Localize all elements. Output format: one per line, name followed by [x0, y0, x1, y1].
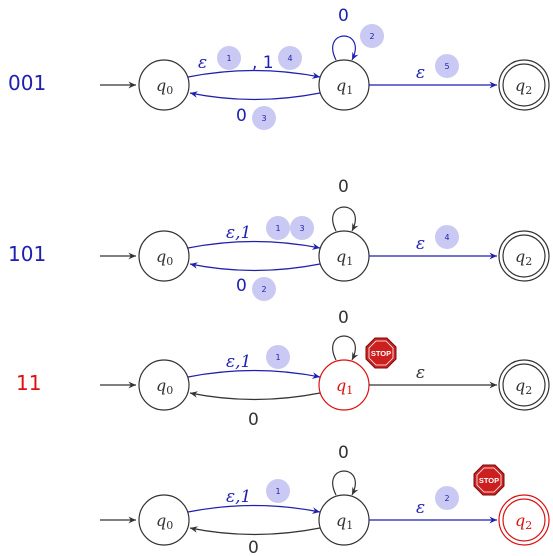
edge-q0-q1 [187, 504, 321, 514]
svg-text:1: 1 [226, 54, 231, 63]
edge-q1-q0 [189, 391, 321, 401]
step-badge: 4 [435, 225, 459, 249]
svg-text:2: 2 [369, 32, 374, 41]
state-q2-accept-ring [502, 498, 546, 542]
edge-label-epsilon-one: ε,1 [226, 487, 251, 507]
state-q0 [138, 494, 190, 546]
edge-q1-loop [332, 35, 359, 61]
step-badge: 5 [435, 54, 459, 78]
state-q1-label: q1 [336, 76, 353, 97]
edge-q1-loop [332, 470, 359, 496]
loop-label-zero: 0 [338, 308, 349, 328]
stop-sign-text: STOP [479, 476, 499, 485]
state-q0-label: q0 [156, 76, 173, 97]
edge-label-zero: 0 [236, 106, 247, 126]
edge-label-epsilon-one: ε,1 [226, 352, 251, 372]
state-q0 [138, 230, 190, 282]
input-string-label: 101 [8, 242, 46, 266]
edge-label-epsilon-out: ε [416, 63, 425, 83]
step-badge: 2 [360, 24, 384, 48]
loop-label-zero: 0 [338, 6, 349, 26]
step-badge: 3 [252, 106, 276, 130]
svg-text:2: 2 [261, 285, 266, 294]
state-q0-label: q0 [156, 376, 173, 397]
svg-text:2: 2 [444, 494, 449, 503]
stop-sign-icon: STOP [473, 464, 505, 496]
edge-label-epsilon-one: ε,1 [226, 223, 251, 243]
state-q1-label: q1 [336, 247, 353, 268]
edge-q0-q1 [187, 69, 321, 79]
row-4: q0 q1 q2 ε,1 0 0 ε 1 2 STOP [100, 443, 550, 556]
edge-label-epsilon-out: ε [416, 234, 425, 254]
edge-label-epsilon-out: ε [416, 498, 425, 518]
row-2: 101 q0 q1 q2 ε,1 0 0 ε 1 3 2 4 [8, 177, 550, 301]
svg-text:1: 1 [275, 353, 280, 362]
input-string-label: 001 [8, 71, 46, 95]
state-q2 [498, 359, 550, 411]
edge-q0-q1 [187, 240, 321, 250]
step-badge: 2 [435, 486, 459, 510]
step-badge: 1 [266, 479, 290, 503]
state-q0 [138, 59, 190, 111]
svg-text:3: 3 [261, 114, 266, 123]
state-q2-label: q2 [515, 76, 532, 97]
edge-label-one: , 1 [252, 53, 274, 73]
state-q1-label: q1 [336, 511, 353, 532]
stop-sign-icon: STOP [365, 337, 397, 369]
svg-text:3: 3 [299, 224, 304, 233]
edge-label-epsilon: ε [198, 53, 207, 73]
state-q0 [138, 359, 190, 411]
edge-q1-q0 [189, 526, 321, 536]
row-3: 11 q0 q1 q2 ε,1 0 0 ε 1 STOP [16, 308, 550, 430]
edge-label-zero: 0 [236, 276, 247, 296]
state-q2 [498, 494, 550, 546]
edge-q0-q1 [187, 369, 321, 379]
state-q1-label: q1 [336, 376, 353, 397]
svg-text:5: 5 [444, 62, 449, 71]
svg-text:4: 4 [444, 233, 449, 242]
row-1: 001 q0 q1 q2 ε , 1 0 0 ε 1 4 2 3 5 [8, 6, 550, 130]
step-badge: 1 [217, 46, 241, 70]
edge-q1-q0 [189, 91, 321, 101]
loop-label-zero: 0 [338, 177, 349, 197]
state-q2 [498, 230, 550, 282]
step-badge: 4 [278, 46, 302, 70]
edge-q1-loop [332, 206, 359, 232]
step-badge: 2 [252, 277, 276, 301]
state-q0-label: q0 [156, 511, 173, 532]
svg-text:1: 1 [275, 487, 280, 496]
edge-label-zero: 0 [248, 410, 259, 430]
state-q2-label: q2 [515, 376, 532, 397]
input-string-label: 11 [16, 371, 41, 395]
step-badge: 1 [266, 345, 290, 369]
edge-q1-loop [332, 335, 359, 361]
edge-q1-q0 [189, 262, 321, 272]
edge-label-zero: 0 [248, 538, 259, 556]
step-badge: 1 [266, 216, 290, 240]
svg-text:4: 4 [287, 54, 292, 63]
stop-sign-text: STOP [371, 349, 391, 358]
edge-label-epsilon-out: ε [416, 363, 425, 383]
state-q2 [498, 59, 550, 111]
step-badge: 3 [290, 216, 314, 240]
state-q2-accept-ring [502, 363, 546, 407]
state-q2-accept-ring [502, 63, 546, 107]
svg-text:1: 1 [275, 224, 280, 233]
loop-label-zero: 0 [338, 443, 349, 463]
state-q2-accept-ring [502, 234, 546, 278]
state-q0-label: q0 [156, 247, 173, 268]
state-q2-label: q2 [515, 247, 532, 268]
state-q2-label: q2 [515, 511, 532, 532]
